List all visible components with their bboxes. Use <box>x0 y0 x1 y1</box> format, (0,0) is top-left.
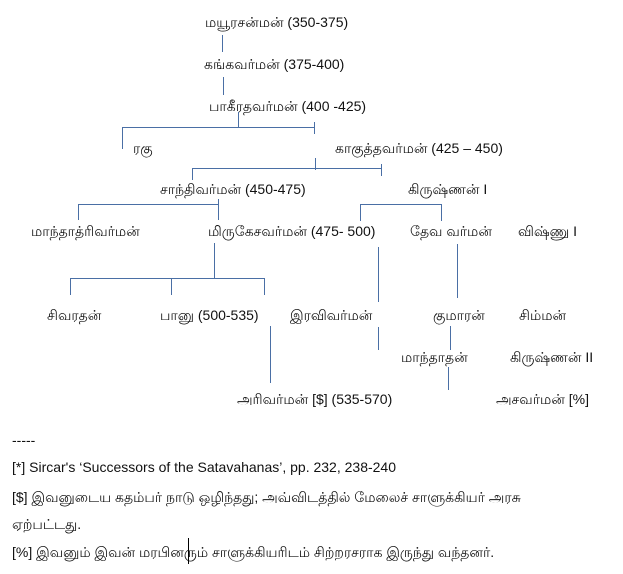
connector-line <box>223 77 224 95</box>
connector-line <box>264 278 265 295</box>
node-shantivarman: சாந்திவர்மன் (450-475) <box>160 181 306 197</box>
connector-line <box>315 158 316 170</box>
connector-line <box>122 127 123 149</box>
footnote-star: [*] Sircar's ‘Successors of the Satavaha… <box>12 459 397 475</box>
connector-line <box>314 122 315 134</box>
node-harivarman: அரிவர்மன் [$] (535-570) <box>237 391 393 407</box>
node-ravivarman: இரவிவர்மன் <box>290 307 373 323</box>
text-cursor <box>188 538 189 564</box>
node-shivaratha: சிவரதன் <box>47 307 102 323</box>
node-vishnu-1: விஷ்ணு I <box>518 223 578 239</box>
connector-line <box>378 247 379 302</box>
footnote-separator: ----- <box>12 432 36 448</box>
node-mandhatrivarman: மாந்தாத்ரிவர்மன் <box>31 223 140 239</box>
connector-line <box>78 204 79 220</box>
connector-line <box>457 244 458 298</box>
node-kakusthavarman: காகுத்தவர்மன் (425 – 450) <box>335 140 503 156</box>
connector-line <box>70 278 71 295</box>
footnote-dollar: [$] இவனுடைய கதம்பர் நாடு ஒழிந்தது; அவ்வி… <box>12 489 521 505</box>
connector-line <box>78 204 219 205</box>
node-mrigeshavarman: மிருகேசவர்மன் (475- 500) <box>208 223 376 239</box>
connector-line <box>270 326 271 383</box>
connector-line <box>192 168 382 169</box>
connector-line <box>448 367 449 390</box>
node-mandhatha: மாந்தாதன் <box>401 349 468 365</box>
node-bhagirathavarman: பாகீரதவர்மன் (400 -425) <box>209 98 367 114</box>
connector-line <box>70 278 265 279</box>
node-raghu: ரகு <box>133 140 153 156</box>
connector-line <box>238 112 239 127</box>
node-kumara: குமாரன் <box>433 307 485 323</box>
connector-line <box>122 127 315 128</box>
node-kangavarman: கங்கவர்மன் (375-400) <box>204 56 345 72</box>
connector-line <box>214 243 215 278</box>
connector-line <box>171 278 172 295</box>
node-krishna-2: கிருஷ்ணன் II <box>510 349 594 365</box>
connector-line <box>222 35 223 52</box>
connector-line <box>360 204 361 221</box>
connector-line <box>218 199 219 220</box>
node-mayurasharman: மயூரசன்மன் (350-375) <box>205 14 349 30</box>
connector-line <box>381 164 382 176</box>
footnote-percent: [%] இவனும் இவன் மரபினரும் சாளுக்கியரிடம்… <box>12 544 495 560</box>
footnote-dollar-continued: ஏற்பட்டது. <box>12 516 82 532</box>
connector-line <box>450 326 451 350</box>
node-simha: சிம்மன் <box>519 307 567 323</box>
connector-line <box>378 327 379 350</box>
node-devavarman: தேவ வர்மன் <box>410 223 492 239</box>
node-bhanu: பானு (500-535) <box>160 307 259 323</box>
node-krishna-1: கிருஷ்ணன் I <box>408 181 488 197</box>
node-ashavarman: அசவர்மன் [%] <box>496 391 589 407</box>
connector-line <box>441 204 442 221</box>
connector-line <box>192 168 193 180</box>
connector-line <box>360 204 442 205</box>
